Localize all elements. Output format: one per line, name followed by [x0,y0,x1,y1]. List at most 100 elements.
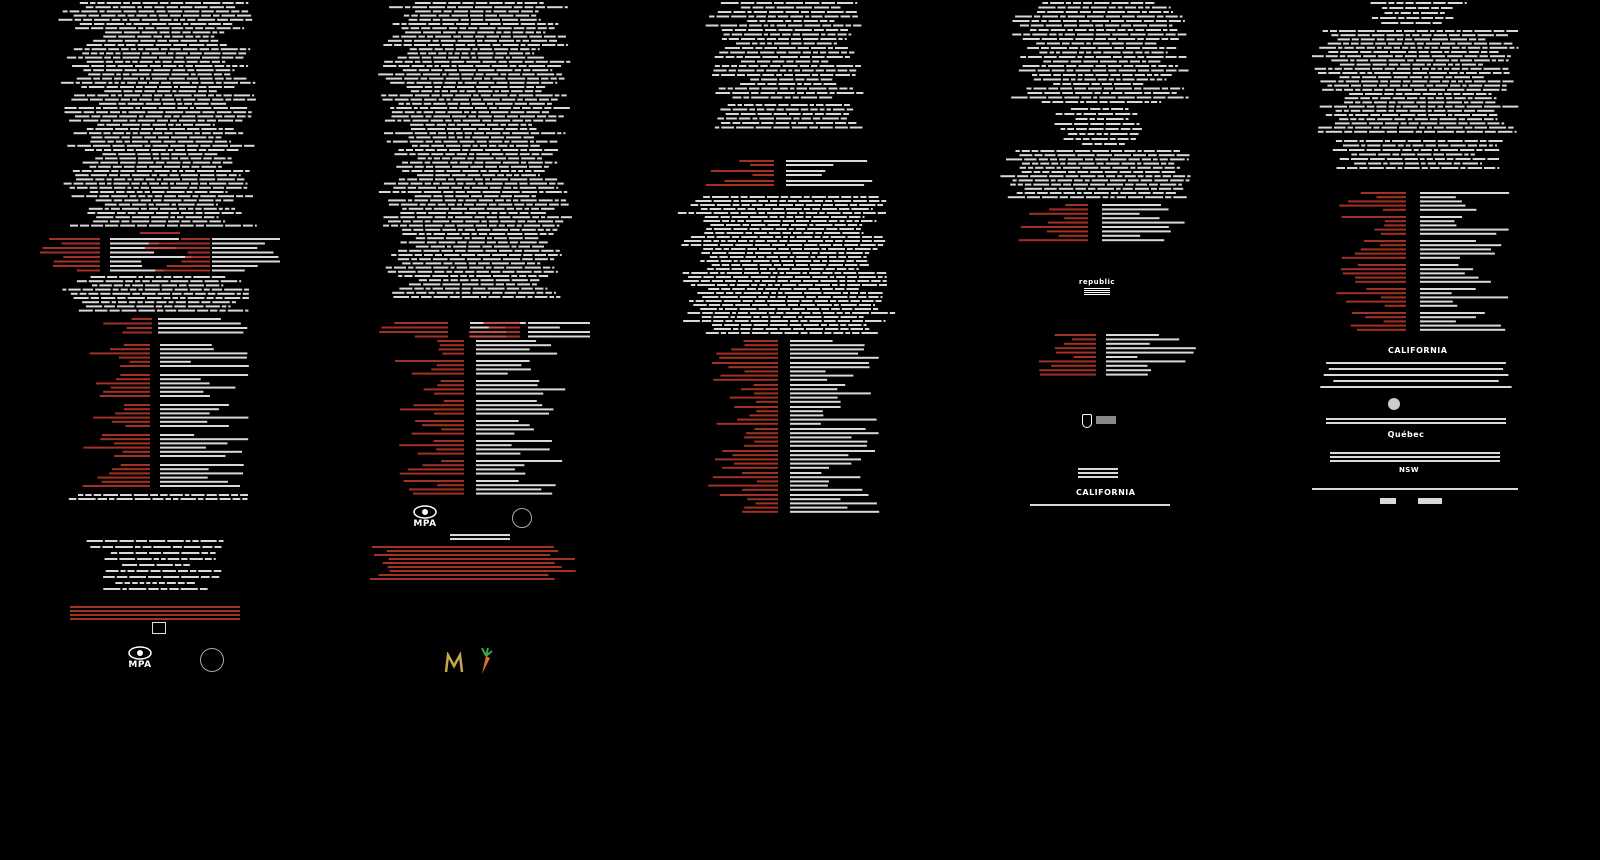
credit-name-line [809,264,827,266]
credit-role-line [1073,356,1096,358]
credit-name-line [830,300,837,302]
credit-name-line [813,83,822,85]
credit-role-line [1355,276,1406,279]
credit-name-line [83,119,99,122]
credit-name-line [198,90,207,93]
credit-name-line [125,280,133,283]
credit-name-line [470,14,484,17]
credit-name-line [141,56,157,59]
credit-name-line [197,498,204,500]
credit-name-line [784,292,803,294]
credit-name-line [1044,92,1061,94]
credit-name-line [859,276,876,278]
credit-name-line [721,65,730,67]
credit-name-line [485,165,497,168]
credit-name-line [461,291,471,294]
credit-name-line [71,195,85,198]
mpa-emblem-icon [128,646,152,660]
credit-name-line [519,275,527,277]
credit-name-line [555,23,559,25]
credit-name-line [415,245,429,248]
credit-name-line [1446,158,1454,160]
credit-name-line [398,270,416,273]
mpa-logo: MPA [110,640,170,676]
credit-name-line [201,132,211,135]
credit-name-line [83,111,95,114]
credit-name-line [167,558,180,560]
credit-name-line [822,208,838,210]
credit-name-line [511,275,518,277]
credit-name-line [83,69,92,72]
credit-name-line [432,161,449,164]
credit-name-line [798,284,813,286]
credit-name-line [1043,60,1052,63]
credit-name-line [720,216,730,218]
credit-name-line [840,304,857,306]
credit-name-line [1437,162,1452,165]
credit-name-line [123,165,135,168]
credit-name-line [728,69,736,72]
credit-name-line [550,69,553,72]
credit-name-line [793,117,800,120]
credit-name-line [175,301,186,304]
credit-name-line [868,292,883,294]
credit-name-line [142,94,153,97]
credit-name-line [1164,78,1167,81]
credit-name-line [1106,342,1150,345]
credit-name-line [774,284,781,286]
credit-name-line [472,136,489,139]
credit-name-line [1362,84,1377,87]
credit-name-line [1485,101,1496,104]
credit-name-line [532,107,543,109]
credit-name-line [755,104,763,106]
credit-name-line [852,15,858,18]
credit-name-line [816,304,832,306]
credit-name-line [510,262,525,265]
credit-role-line [1356,328,1406,331]
credit-role-line [749,414,778,417]
credit-name-line [700,260,705,262]
credit-name-line [110,265,143,267]
credit-name-line [436,123,447,126]
credit-name-line [1028,56,1042,58]
credit-name-line [1020,56,1027,58]
credit-name-line [1445,30,1455,32]
credit-name-line [1145,38,1160,40]
credit-name-line [88,292,99,295]
credit-name-line [127,212,136,214]
credit-name-line [161,558,166,560]
credit-name-line [1169,24,1173,27]
credit-name-line [1474,30,1492,32]
republic-logo-text: republic [1078,278,1116,286]
credit-name-line [407,186,417,189]
credit-name-line [758,200,768,202]
credit-name-line [1446,101,1462,104]
credit-name-line [107,182,112,185]
credit-name-line [162,60,172,63]
credit-name-line [790,494,869,496]
credit-name-line [192,540,199,542]
credit-name-line [1130,166,1136,169]
credit-name-line [156,178,162,181]
credit-name-line [790,436,852,439]
credit-name-line [812,276,828,278]
credit-name-line [396,165,413,168]
credit-name-line [103,132,111,135]
credit-name-line [1460,59,1473,62]
credit-name-line [503,186,512,189]
credit-name-line [94,309,108,312]
credit-name-line [200,540,217,542]
credit-name-line [1033,78,1042,81]
credit-name-line [1021,171,1032,173]
credit-name-line [403,119,411,122]
credit-name-line [475,73,484,76]
credit-name-line [790,418,877,421]
credit-name-line [191,494,205,496]
credit-name-line [1331,59,1349,62]
credit-name-line [236,115,246,118]
credit-name-line [847,248,853,250]
credit-role-line [103,322,152,325]
credit-name-line [448,212,463,214]
credit-name-line [483,98,500,101]
credit-name-line [1027,196,1040,199]
